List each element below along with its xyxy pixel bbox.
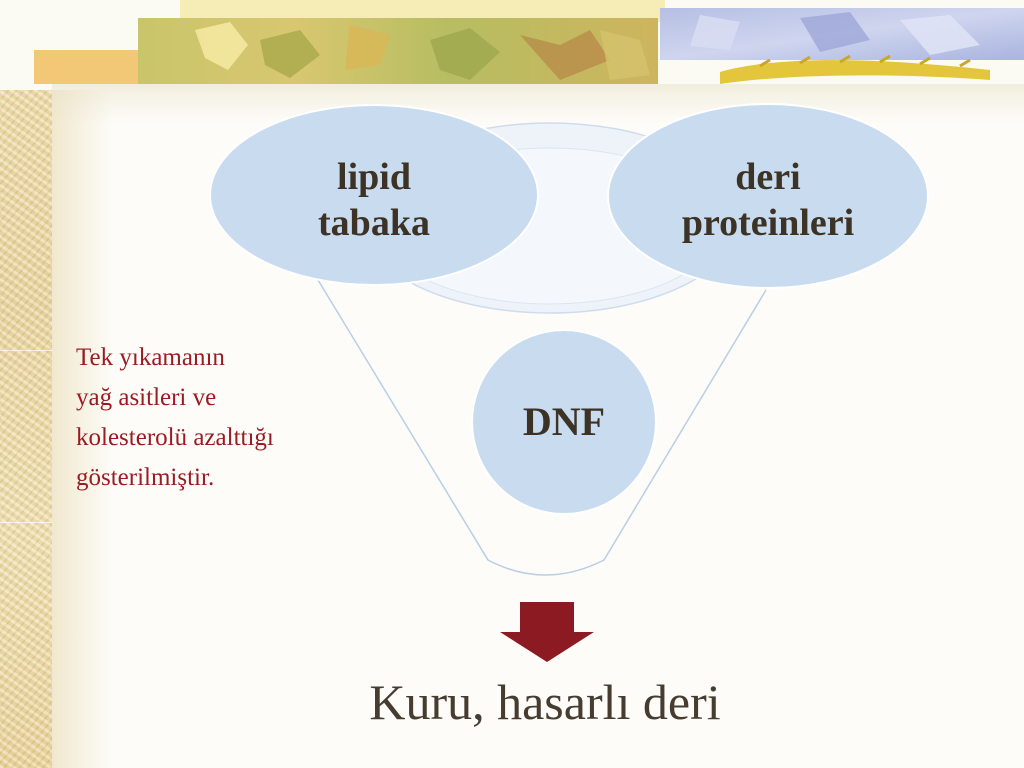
label-line: lipid bbox=[337, 156, 411, 198]
label-line: deri bbox=[735, 156, 801, 198]
banner-fade bbox=[52, 84, 1024, 124]
left-fade bbox=[52, 0, 112, 768]
label-line: tabaka bbox=[318, 201, 430, 244]
top-decor-banner bbox=[0, 0, 1024, 90]
label-line: proteinleri bbox=[681, 201, 855, 244]
down-arrow-icon bbox=[500, 602, 594, 662]
funnel-outline bbox=[317, 279, 767, 576]
strip-divider bbox=[0, 522, 52, 523]
circle-dnf bbox=[471, 329, 657, 515]
strip-divider bbox=[0, 350, 52, 351]
note-line: kolesterolü azalttığı bbox=[76, 424, 274, 451]
note-line: Tek yıkamanın bbox=[76, 344, 225, 371]
circle-lipid-label: lipid tabaka bbox=[264, 155, 484, 246]
circle-dnf-label: DNF bbox=[484, 398, 644, 446]
result-text: Kuru, hasarlı deri bbox=[369, 674, 721, 730]
note-line: gösterilmiştir. bbox=[76, 464, 215, 491]
side-note: Tek yıkamanın yağ asitleri ve kolesterol… bbox=[76, 338, 376, 498]
circle-deri bbox=[607, 103, 929, 289]
circle-deri-label: deri proteinleri bbox=[648, 155, 888, 246]
left-decor-strip bbox=[0, 0, 52, 768]
circle-lipid bbox=[209, 104, 539, 286]
note-line: yağ asitleri ve bbox=[76, 384, 217, 411]
label-line: DNF bbox=[522, 399, 606, 444]
